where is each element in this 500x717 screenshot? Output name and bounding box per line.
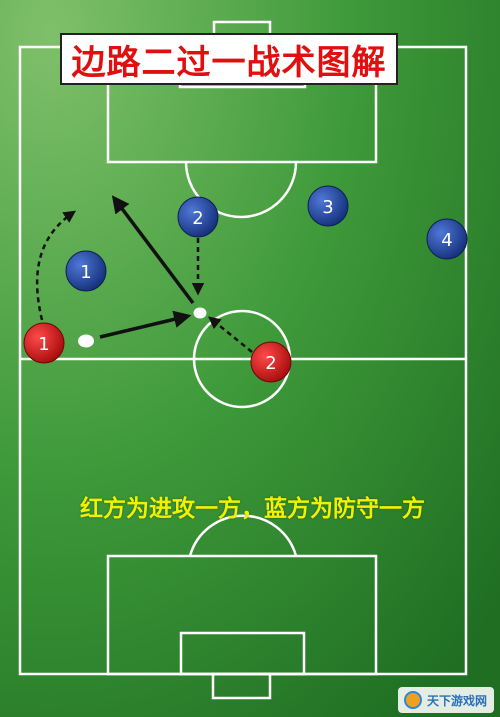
blue-player-2: 2 — [177, 196, 219, 238]
blue-player-4-number: 4 — [441, 230, 452, 251]
blue-player-1: 1 — [65, 250, 107, 292]
diagram-title: 边路二过一战术图解 — [60, 33, 398, 85]
red-player-2: 2 — [250, 341, 292, 383]
top-penalty-arc — [184, 161, 298, 219]
ball-pass-target — [193, 307, 207, 319]
red1-run-arrow — [35, 210, 77, 321]
return-pass-arrow — [111, 195, 195, 305]
red-player-2-number: 2 — [265, 353, 276, 374]
site-logo-icon — [404, 691, 422, 709]
blue-player-2-number: 2 — [192, 208, 203, 229]
blue-player-4: 4 — [426, 218, 468, 260]
movement-arrows — [35, 195, 253, 353]
ball-start — [78, 334, 94, 348]
watermark-logo: 天下游戏网 — [398, 687, 494, 713]
watermark-text: 天下游戏网 — [427, 693, 488, 708]
blue-player-3-number: 3 — [322, 197, 333, 218]
field-lines — [18, 20, 468, 700]
bottom-penalty-arc — [188, 514, 298, 557]
red2-support-arrow — [208, 316, 253, 353]
blue-player-1-number: 1 — [80, 262, 91, 283]
bottom-goal — [211, 672, 272, 700]
pass-arrow — [99, 310, 192, 339]
team-legend-caption: 红方为进攻一方，蓝方为防守一方 — [80, 496, 425, 522]
red-player-1-number: 1 — [38, 334, 49, 355]
red-player-1: 1 — [23, 322, 65, 364]
blue-player-3: 3 — [307, 185, 349, 227]
